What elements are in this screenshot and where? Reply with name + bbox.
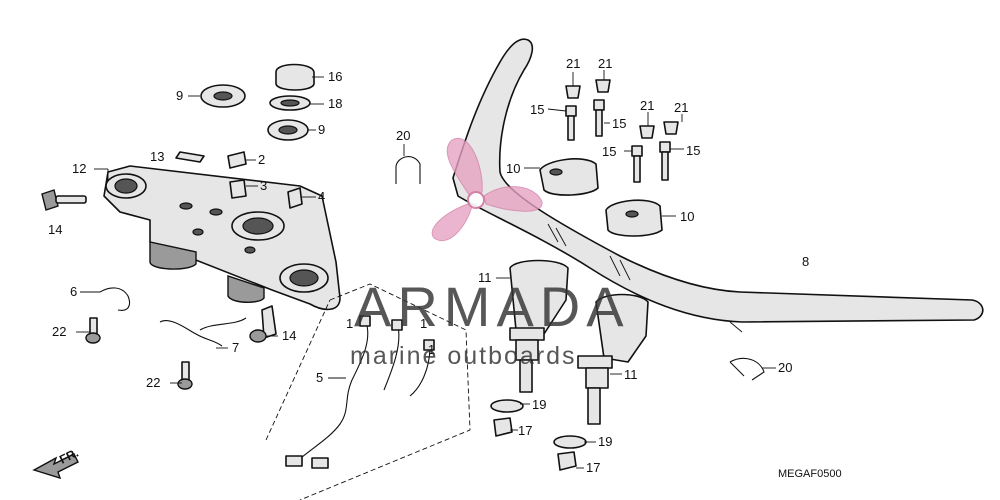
- callout-1-a: 1: [346, 316, 353, 331]
- bolt-14-left: [41, 189, 87, 211]
- callout-14-left: 14: [48, 222, 62, 237]
- riser-11-left: [509, 259, 569, 393]
- clip-20-bottom: [729, 357, 765, 381]
- callout-13: 13: [150, 149, 164, 164]
- bolt-22-top: [85, 317, 101, 344]
- cap-21-c: [639, 125, 655, 139]
- leader-lines: [76, 70, 776, 469]
- watermark-tagline: marine outboards: [350, 342, 577, 370]
- callout-15-d: 15: [686, 143, 700, 158]
- plate-13: [175, 151, 205, 163]
- bolt-15-b: [593, 99, 605, 137]
- callout-16: 16: [328, 69, 342, 84]
- nut-17-right: [557, 451, 577, 471]
- callout-6: 6: [70, 284, 77, 299]
- callout-21-a: 21: [566, 56, 580, 71]
- callout-15-b: 15: [612, 116, 626, 131]
- handlebar-pipe: [452, 38, 984, 333]
- callout-11-right: 11: [624, 367, 638, 382]
- diagram-code: MEGAF0500: [778, 468, 842, 480]
- callout-21-d: 21: [674, 100, 688, 115]
- front-label: FR.: [57, 446, 81, 467]
- cap-21-a: [565, 85, 581, 99]
- callout-12: 12: [72, 161, 86, 176]
- callout-17-right: 17: [586, 460, 600, 475]
- holder-10-bottom: [605, 199, 663, 237]
- nut-17-left: [493, 417, 513, 437]
- wire-7: [159, 317, 247, 347]
- callout-21-c: 21: [640, 98, 654, 113]
- holder-10-top: [539, 158, 599, 196]
- callout-9-left: 9: [176, 88, 183, 103]
- rubber-9-left: [200, 84, 246, 108]
- callout-19-left: 19: [532, 397, 546, 412]
- callout-1-c: 1: [428, 342, 435, 357]
- bolt-22-bottom: [177, 361, 193, 390]
- callout-17-left: 17: [518, 423, 532, 438]
- callout-3: 3: [260, 178, 267, 193]
- callout-2: 2: [258, 152, 265, 167]
- callout-11-left: 11: [478, 270, 492, 285]
- bolt-15-a: [565, 105, 577, 141]
- washer-18: [269, 95, 311, 111]
- switch-harness-5: [265, 283, 471, 500]
- callout-7: 7: [232, 340, 239, 355]
- watermark: ARMADA marine outboards: [350, 137, 630, 370]
- washer-19-right: [553, 435, 587, 449]
- cap-4: [287, 187, 303, 209]
- bolt-15-c: [631, 145, 643, 183]
- wire-6: [99, 287, 131, 311]
- cap-2: [227, 151, 247, 169]
- callout-14-right: 14: [282, 328, 296, 343]
- callout-4: 4: [318, 189, 325, 204]
- callout-5: 5: [316, 370, 323, 385]
- callout-21-b: 21: [598, 56, 612, 71]
- bolt-14-right: [249, 305, 277, 343]
- cap-3: [229, 179, 247, 199]
- callout-18: 18: [328, 96, 342, 111]
- riser-11-right: [577, 293, 649, 425]
- cap-21-b: [595, 79, 611, 93]
- cap-16: [275, 63, 315, 91]
- callout-22-top: 22: [52, 324, 66, 339]
- callout-22-bottom: 22: [146, 375, 160, 390]
- rubber-9-right: [267, 119, 309, 141]
- watermark-propeller-logo: [431, 137, 543, 242]
- callout-20-top: 20: [396, 128, 410, 143]
- callout-10-bottom: 10: [680, 209, 694, 224]
- cap-21-d: [663, 121, 679, 135]
- callout-20-bottom: 20: [778, 360, 792, 375]
- callout-15-a: 15: [530, 102, 544, 117]
- washer-19-left: [490, 399, 524, 413]
- callout-9-right: 9: [318, 122, 325, 137]
- callout-1-b: 1: [420, 316, 427, 331]
- watermark-brand: ARMADA: [354, 275, 630, 338]
- callout-8: 8: [802, 254, 809, 269]
- top-bridge: [103, 165, 341, 311]
- callout-10-top: 10: [506, 161, 520, 176]
- callout-15-c: 15: [602, 144, 616, 159]
- clip-20-top: [395, 156, 421, 184]
- bolt-15-d: [659, 141, 671, 181]
- front-arrow-icon: [32, 453, 79, 480]
- callout-19-right: 19: [598, 434, 612, 449]
